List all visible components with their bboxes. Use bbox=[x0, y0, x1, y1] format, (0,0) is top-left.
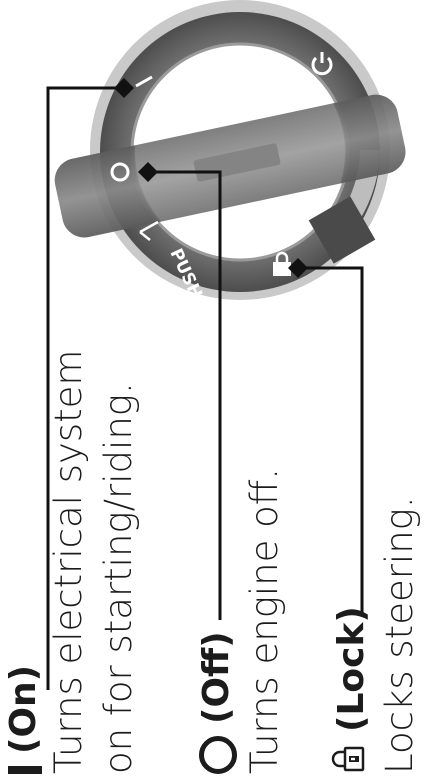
padlock-icon bbox=[331, 744, 376, 774]
on-position-mark bbox=[135, 75, 153, 88]
legend-off-desc: Turns engine off. bbox=[243, 467, 286, 774]
ring-icon bbox=[199, 736, 237, 774]
lock-position-mark bbox=[273, 251, 291, 276]
legend-on-desc-1: Turns electrical system bbox=[47, 349, 90, 774]
bezel-dark-block bbox=[308, 196, 376, 264]
push-arrow-icon bbox=[139, 220, 159, 241]
legend-on-heading: (On) bbox=[2, 665, 46, 774]
power-icon bbox=[311, 52, 333, 76]
on-callout-line bbox=[46, 86, 124, 690]
bar-icon bbox=[8, 766, 42, 774]
off-position-mark bbox=[110, 162, 130, 182]
legend-on-label: (On) bbox=[3, 664, 44, 754]
legend-lock-heading: (Lock) bbox=[330, 606, 376, 774]
legend-lock-desc: Locks steering. bbox=[378, 496, 421, 774]
on-callout-marker bbox=[114, 78, 134, 98]
lock-callout-marker bbox=[288, 258, 308, 278]
off-callout-marker bbox=[138, 162, 158, 182]
legend-on-desc-2: on for starting/riding. bbox=[97, 382, 140, 774]
lock-callout-line bbox=[298, 266, 364, 612]
off-callout-line bbox=[148, 170, 222, 620]
legend-off-heading: (Off) bbox=[195, 631, 239, 774]
legend-off-label: (Off) bbox=[196, 631, 237, 724]
legend-lock-label: (Lock) bbox=[331, 606, 372, 732]
